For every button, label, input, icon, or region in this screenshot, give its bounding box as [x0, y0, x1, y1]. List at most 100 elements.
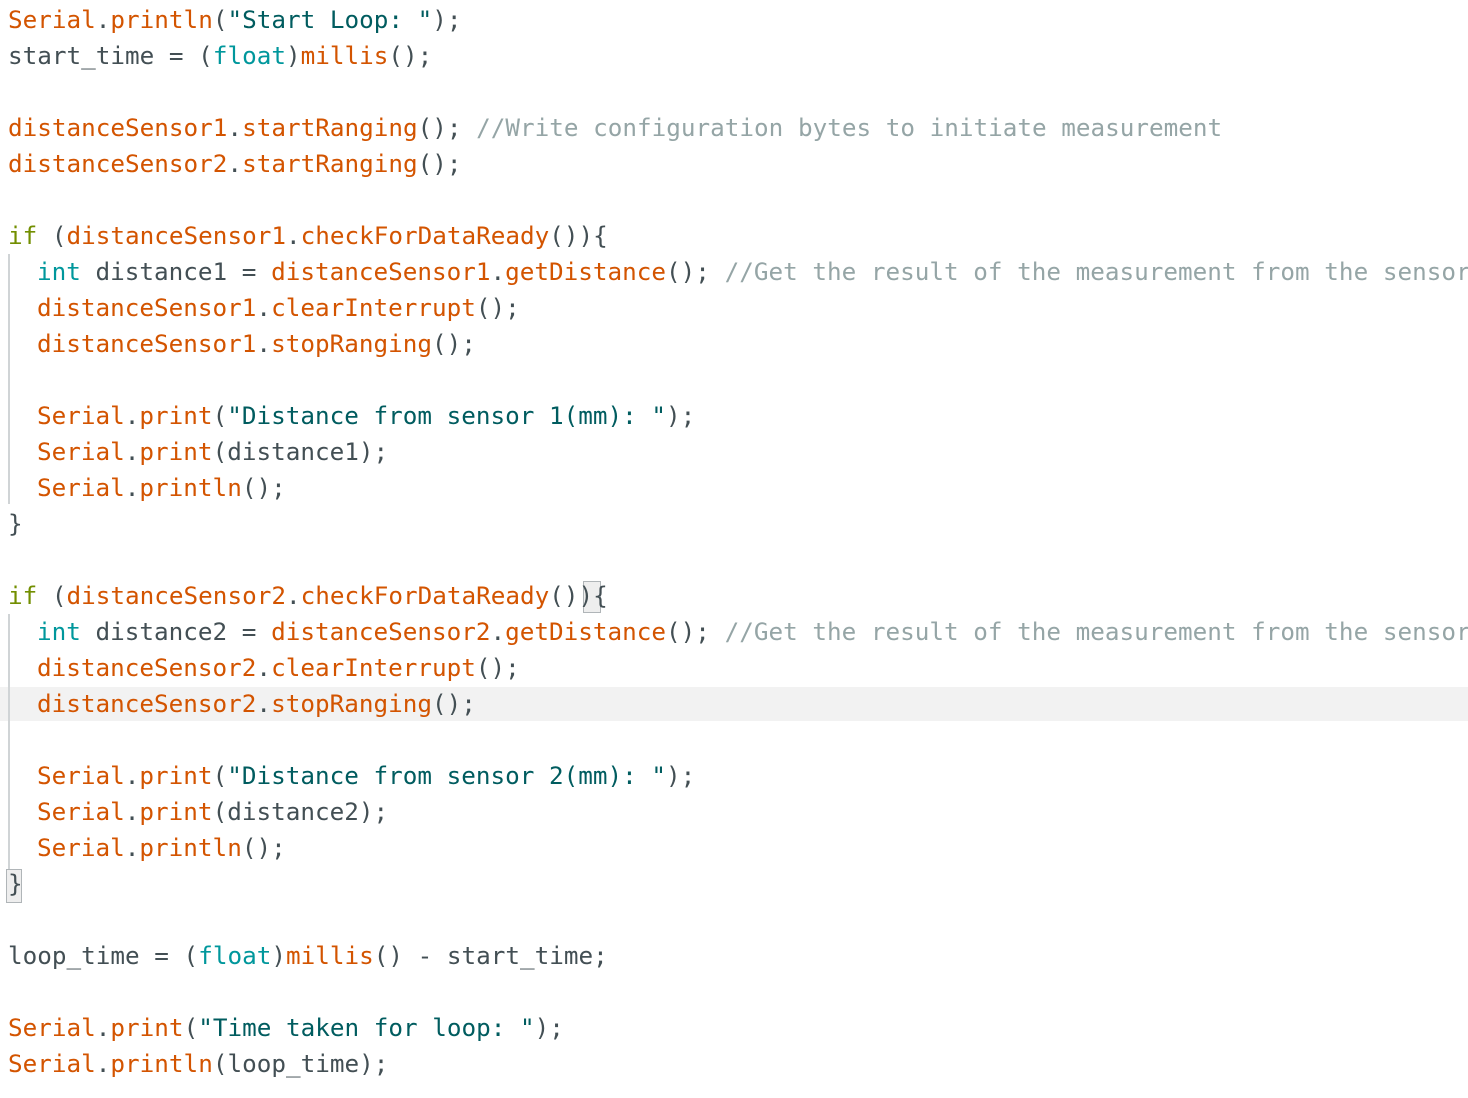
- token-function: startRanging: [242, 149, 418, 178]
- token-function: println: [110, 5, 213, 34]
- token-dot: .: [256, 293, 272, 322]
- token-end: ()): [549, 581, 594, 610]
- code-line-5[interactable]: distanceSensor2.startRanging();: [8, 146, 462, 182]
- token-object: Serial: [37, 437, 125, 466]
- token-end: ();: [417, 149, 462, 178]
- token-variable: distance1 =: [80, 257, 272, 286]
- token-object: Serial: [8, 1049, 96, 1078]
- token-object: distanceSensor1: [271, 257, 491, 286]
- token-variable: start_time =: [8, 41, 199, 70]
- token-end: ();: [431, 329, 476, 358]
- token-comment: //Write configuration bytes to initiate …: [476, 113, 1223, 142]
- code-line-4[interactable]: distanceSensor1.startRanging(); //Write …: [8, 110, 1222, 146]
- token-variable: loop_time =: [8, 941, 184, 970]
- code-line-7[interactable]: if (distanceSensor1.checkForDataReady())…: [8, 218, 608, 254]
- token-keyword: if: [8, 581, 38, 610]
- token-function: println: [139, 833, 242, 862]
- code-line-17[interactable]: if (distanceSensor2.checkForDataReady())…: [8, 578, 608, 614]
- matching-bracket-close: [6, 869, 22, 903]
- token-function: millis: [285, 941, 374, 970]
- token-string: "Distance from sensor 2(mm): ": [227, 761, 667, 790]
- token-function: print: [110, 1013, 184, 1042]
- code-line-15[interactable]: }: [8, 506, 23, 542]
- code-line-25[interactable]: }: [8, 866, 23, 902]
- code-line-2[interactable]: start_time = (float)millis();: [8, 38, 432, 74]
- token-dot: .: [124, 437, 140, 466]
- code-line-1[interactable]: Serial.println("Start Loop: ");: [8, 2, 462, 38]
- token-end: ();: [666, 617, 725, 646]
- matching-bracket-open: [583, 581, 601, 613]
- token-end: );: [534, 1013, 564, 1042]
- token-rest: () - start_time;: [373, 941, 608, 970]
- token-dot: .: [256, 689, 272, 718]
- token-object: distanceSensor1: [37, 329, 257, 358]
- token-dot: .: [285, 221, 301, 250]
- token-paren: ): [285, 41, 301, 70]
- token-object: Serial: [8, 1013, 96, 1042]
- token-object: distanceSensor2: [8, 149, 228, 178]
- token-variable: distance2 =: [80, 617, 272, 646]
- token-object: distanceSensor2: [66, 581, 286, 610]
- token-dot: .: [95, 1049, 111, 1078]
- token-comment: //Get the result of the measurement from…: [724, 617, 1468, 646]
- token-rest: (loop_time);: [212, 1049, 389, 1078]
- token-end: ();: [666, 257, 725, 286]
- code-line-18[interactable]: int distance2 = distanceSensor2.getDista…: [37, 614, 1468, 650]
- token-dot: .: [124, 473, 140, 502]
- token-function: checkForDataReady: [300, 221, 550, 250]
- code-line-30[interactable]: Serial.println(loop_time);: [8, 1046, 388, 1082]
- code-line-19[interactable]: distanceSensor2.clearInterrupt();: [37, 650, 520, 686]
- token-end: ();: [241, 473, 286, 502]
- token-function: stopRanging: [271, 689, 432, 718]
- code-line-9[interactable]: distanceSensor1.clearInterrupt();: [37, 290, 520, 326]
- token-function: getDistance: [505, 617, 667, 646]
- token-close-brace: }: [8, 509, 23, 538]
- token-type: int: [37, 617, 81, 646]
- token-close-brace: }: [8, 869, 23, 898]
- token-object: Serial: [37, 473, 125, 502]
- token-dot: .: [124, 797, 140, 826]
- token-keyword: if: [8, 221, 38, 250]
- token-type: int: [37, 257, 81, 286]
- token-object: distanceSensor1: [66, 221, 286, 250]
- token-end: ();: [475, 293, 520, 322]
- token-dot: .: [256, 653, 272, 682]
- token-object: Serial: [37, 401, 125, 430]
- token-dot: .: [95, 5, 111, 34]
- code-line-20[interactable]: distanceSensor2.stopRanging();: [37, 686, 476, 722]
- token-dot: .: [490, 617, 506, 646]
- token-dot: .: [227, 113, 243, 142]
- token-function: clearInterrupt: [271, 293, 476, 322]
- code-line-29[interactable]: Serial.print("Time taken for loop: ");: [8, 1010, 564, 1046]
- token-function: println: [110, 1049, 213, 1078]
- token-end: ();: [475, 653, 520, 682]
- code-line-8[interactable]: int distance1 = distanceSensor1.getDista…: [37, 254, 1468, 290]
- token-end: );: [666, 761, 696, 790]
- code-line-27[interactable]: loop_time = (float)millis() - start_time…: [8, 938, 608, 974]
- token-object: Serial: [37, 761, 125, 790]
- token-function: println: [139, 473, 242, 502]
- token-paren: (: [37, 221, 67, 250]
- token-end: );: [666, 401, 696, 430]
- token-object: distanceSensor1: [8, 113, 228, 142]
- token-paren: (: [183, 1013, 199, 1042]
- token-object: distanceSensor2: [37, 653, 257, 682]
- token-object: Serial: [37, 833, 125, 862]
- token-paren: (: [183, 941, 199, 970]
- code-line-12[interactable]: Serial.print("Distance from sensor 1(mm)…: [37, 398, 695, 434]
- code-line-14[interactable]: Serial.println();: [37, 470, 286, 506]
- token-function: clearInterrupt: [271, 653, 476, 682]
- token-dot: .: [124, 833, 140, 862]
- token-function: print: [139, 797, 213, 826]
- code-line-13[interactable]: Serial.print(distance1);: [37, 434, 388, 470]
- code-line-10[interactable]: distanceSensor1.stopRanging();: [37, 326, 476, 362]
- token-function: getDistance: [505, 257, 667, 286]
- code-line-24[interactable]: Serial.println();: [37, 830, 286, 866]
- code-line-22[interactable]: Serial.print("Distance from sensor 2(mm)…: [37, 758, 695, 794]
- token-end: );: [432, 5, 462, 34]
- token-object: distanceSensor2: [37, 689, 257, 718]
- token-string: "Start Loop: ": [227, 5, 433, 34]
- code-line-23[interactable]: Serial.print(distance2);: [37, 794, 388, 830]
- token-paren: ): [271, 941, 286, 970]
